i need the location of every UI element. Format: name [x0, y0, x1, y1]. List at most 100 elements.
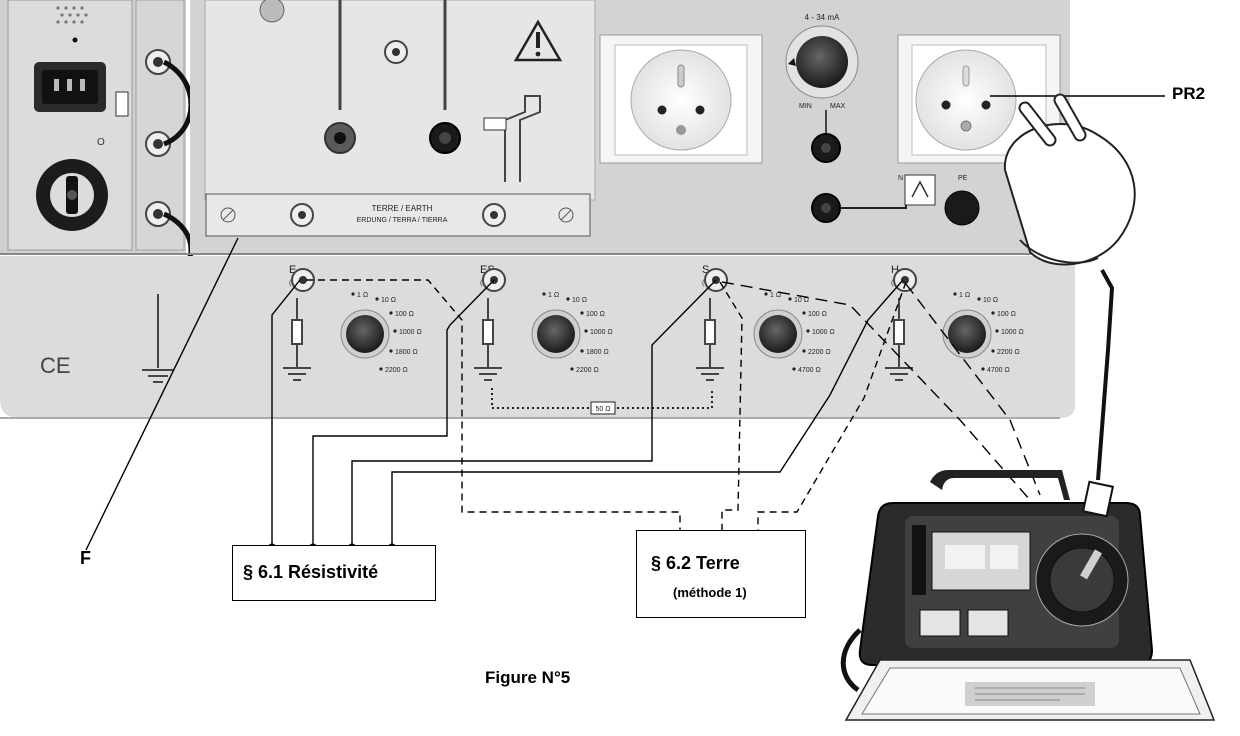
- dial-label: 1 Ω: [770, 292, 781, 299]
- resistivity-title: § 6.1 Résistivité: [243, 562, 379, 582]
- dial-tick: [977, 297, 981, 301]
- wire-s-earth: [719, 281, 743, 548]
- earth-subtitle: (méthode 1): [673, 585, 747, 600]
- dial-tick: [580, 311, 584, 315]
- test-meter: [840, 470, 1216, 721]
- pe-label: PE: [958, 175, 968, 182]
- earth-bar-line1: TERRE / EARTH: [372, 204, 433, 213]
- dial-tick: [542, 292, 546, 296]
- warning-icon: [513, 19, 563, 62]
- dial-tick: [802, 311, 806, 315]
- label-F: F: [80, 548, 91, 568]
- dial-tick: [379, 367, 383, 371]
- dial-tick: [389, 349, 393, 353]
- dial-label: 1 Ω: [548, 292, 559, 299]
- resistivity-box: § 6.1 Résistivité: [232, 545, 436, 601]
- selector-knob: [759, 315, 797, 353]
- dial-label: 2200 Ω: [576, 367, 599, 374]
- dial-tick: [991, 349, 995, 353]
- terminal-pin: [299, 276, 307, 284]
- earth-box: § 6.2 Terre (méthode 1): [636, 530, 806, 618]
- current-range-label: 4 - 34 mA: [805, 13, 840, 22]
- selector-knob: [346, 315, 384, 353]
- dial-label: 100 Ω: [997, 311, 1016, 318]
- terminal-name: H: [891, 264, 899, 276]
- dial-label: 100 Ω: [395, 311, 414, 318]
- dial-tick: [788, 297, 792, 301]
- dial-tick: [995, 329, 999, 333]
- terminal-pin: [901, 276, 909, 284]
- dial-label: 10 Ω: [381, 297, 396, 304]
- n-label: N: [898, 175, 903, 182]
- max-label: MAX: [830, 103, 846, 110]
- socket-left: [599, 34, 763, 164]
- dial-label: 1000 Ω: [812, 329, 835, 336]
- dial-label: 1 Ω: [357, 292, 368, 299]
- dial-tick: [584, 329, 588, 333]
- dial-tick: [393, 329, 397, 333]
- dial-tick: [806, 329, 810, 333]
- bridge-label: 50 Ω: [596, 406, 611, 413]
- resistor: [291, 319, 303, 345]
- earth-bar-line2: ERDUNG / TERRA / TIERRA: [357, 217, 448, 224]
- left-panel: O: [0, 0, 194, 295]
- dial-tick: [566, 297, 570, 301]
- power-inlet: [34, 62, 106, 112]
- wire-e-res: [271, 279, 301, 548]
- dial-label: 100 Ω: [586, 311, 605, 318]
- dial-tick: [792, 367, 796, 371]
- dial-label: 10 Ω: [983, 297, 998, 304]
- earth-bar: TERRE / EARTH ERDUNG / TERRA / TIERRA: [205, 193, 591, 237]
- wire-h-earth: [757, 281, 907, 548]
- dial-label: 1000 Ω: [1001, 329, 1024, 336]
- figure-caption: Figure N°5: [485, 668, 571, 687]
- dial-label: 2200 Ω: [385, 367, 408, 374]
- selector-knob: [948, 315, 986, 353]
- dial-tick: [580, 349, 584, 353]
- resistor: [893, 319, 905, 345]
- dial-tick: [802, 349, 806, 353]
- dial-label: 1 Ω: [959, 292, 970, 299]
- dial-label: 4700 Ω: [987, 367, 1010, 374]
- wire-h-res: [391, 279, 904, 548]
- upper-panel: TERRE / EARTH ERDUNG / TERRA / TIERRA 4 …: [0, 0, 1075, 255]
- dial-tick: [389, 311, 393, 315]
- pr2-plug: [1003, 93, 1136, 481]
- selector-knob: [537, 315, 575, 353]
- bridge-resistor: [590, 401, 616, 415]
- dial-label: 10 Ω: [794, 297, 809, 304]
- wire-es-res: [312, 279, 495, 548]
- earth-title: § 6.2 Terre: [651, 553, 740, 573]
- terminal-name: E: [289, 264, 296, 276]
- dial-label: 1800 Ω: [395, 349, 418, 356]
- dial-label: 1000 Ω: [590, 329, 613, 336]
- key-switch: [36, 159, 108, 231]
- ce-mark: CE: [40, 353, 71, 378]
- terminal-name: S: [702, 264, 709, 276]
- dial-label: 4700 Ω: [798, 367, 821, 374]
- dial-tick: [991, 311, 995, 315]
- dial-label: 1000 Ω: [399, 329, 422, 336]
- dial-tick: [351, 292, 355, 296]
- dial-tick: [953, 292, 957, 296]
- current-knob: 4 - 34 mA MIN MAX: [785, 13, 859, 110]
- dial-label: 1800 Ω: [586, 349, 609, 356]
- min-label: MIN: [799, 103, 812, 110]
- lead-meter-1: [721, 281, 1031, 501]
- dial-label: 2200 Ω: [997, 349, 1020, 356]
- dial-tick: [764, 292, 768, 296]
- dial-label: 10 Ω: [572, 297, 587, 304]
- svg-text:O: O: [97, 137, 105, 148]
- dial-label: 2200 Ω: [808, 349, 831, 356]
- resistor: [482, 319, 494, 345]
- wiring: [85, 95, 1165, 551]
- lead-meter-2: [905, 283, 1041, 496]
- label-PR2: PR2: [1172, 84, 1206, 103]
- wire-s-res: [351, 279, 717, 548]
- dial-tick: [570, 367, 574, 371]
